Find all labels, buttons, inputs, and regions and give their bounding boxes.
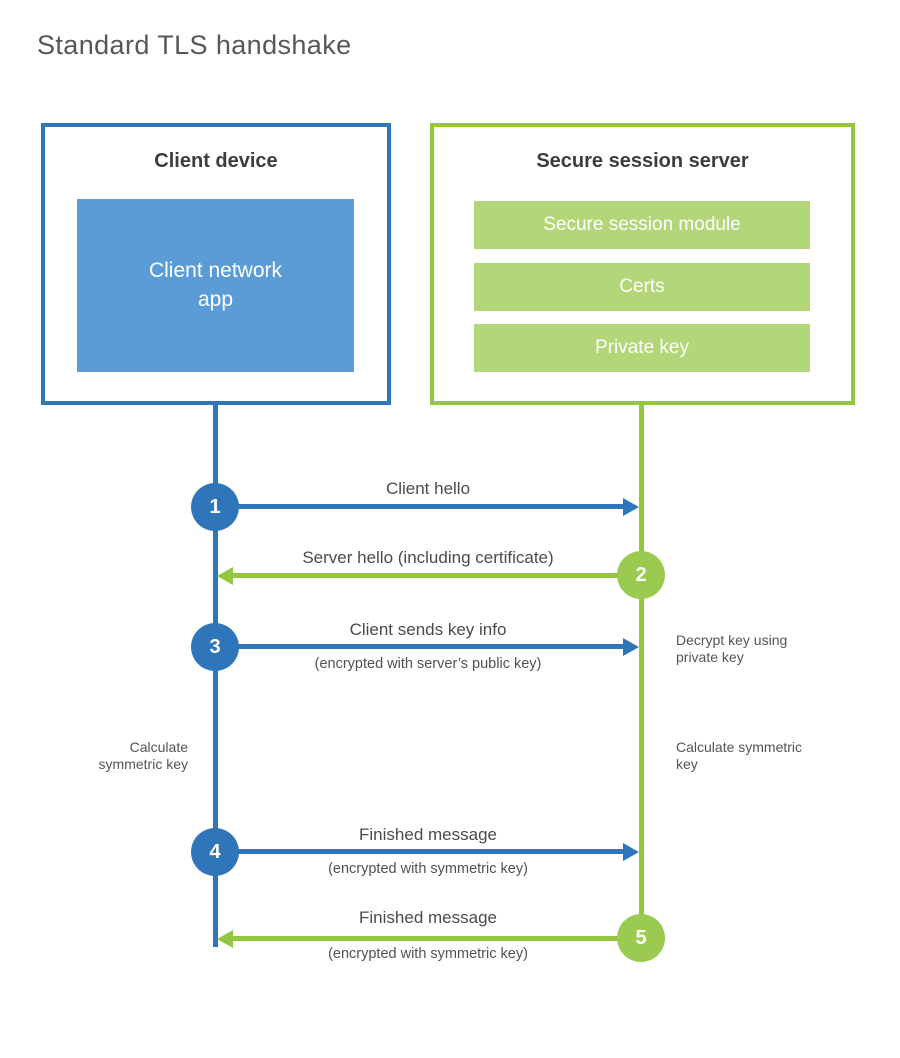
label-client-hello: Client hello [385, 479, 471, 498]
server-module-secure-session: Secure session module [474, 201, 810, 249]
label-server-hello: Server hello (including certificate) [302, 548, 554, 567]
secure-session-server-heading: Secure session server [536, 150, 749, 172]
arrowhead-finished-server [217, 930, 233, 948]
arrow-finished-server [233, 936, 639, 941]
client-lifeline [213, 404, 218, 947]
arrow-client-key-info [215, 644, 623, 649]
client-network-app-block: Client network app [77, 199, 354, 372]
label-client-key-info: Client sends key info [349, 620, 507, 639]
note-calculate-symmetric-key-client: Calculate symmetric key [98, 739, 188, 772]
note-calculate-symmetric-key-server: Calculate symmetric key [676, 739, 803, 772]
sublabel-client-key-info: (encrypted with server’s public key) [314, 656, 542, 672]
arrow-finished-client [215, 849, 623, 854]
arrowhead-client-key-info [623, 638, 639, 656]
label-finished-server: Finished message [359, 908, 497, 927]
server-lifeline [639, 404, 644, 940]
server-module-certs: Certs [474, 263, 810, 311]
step-circle-1: 1 [191, 483, 239, 531]
arrowhead-finished-client [623, 843, 639, 861]
arrow-client-hello [215, 504, 623, 509]
step-circle-3: 3 [191, 623, 239, 671]
step-circle-2: 2 [617, 551, 665, 599]
note-decrypt-key: Decrypt key using private key [676, 632, 788, 665]
step-circle-5: 5 [617, 914, 665, 962]
sublabel-finished-client: (encrypted with symmetric key) [328, 861, 528, 877]
server-module-private-key: Private key [474, 324, 810, 372]
client-device-heading: Client device [154, 150, 278, 172]
page-title: Standard TLS handshake [37, 30, 352, 60]
label-finished-client: Finished message [359, 825, 497, 844]
step-circle-4: 4 [191, 828, 239, 876]
arrowhead-client-hello [623, 498, 639, 516]
arrow-server-hello [233, 573, 639, 578]
arrowhead-server-hello [217, 567, 233, 585]
client-network-app-label: Client network app [148, 259, 283, 311]
sublabel-finished-server: (encrypted with symmetric key) [328, 946, 528, 962]
